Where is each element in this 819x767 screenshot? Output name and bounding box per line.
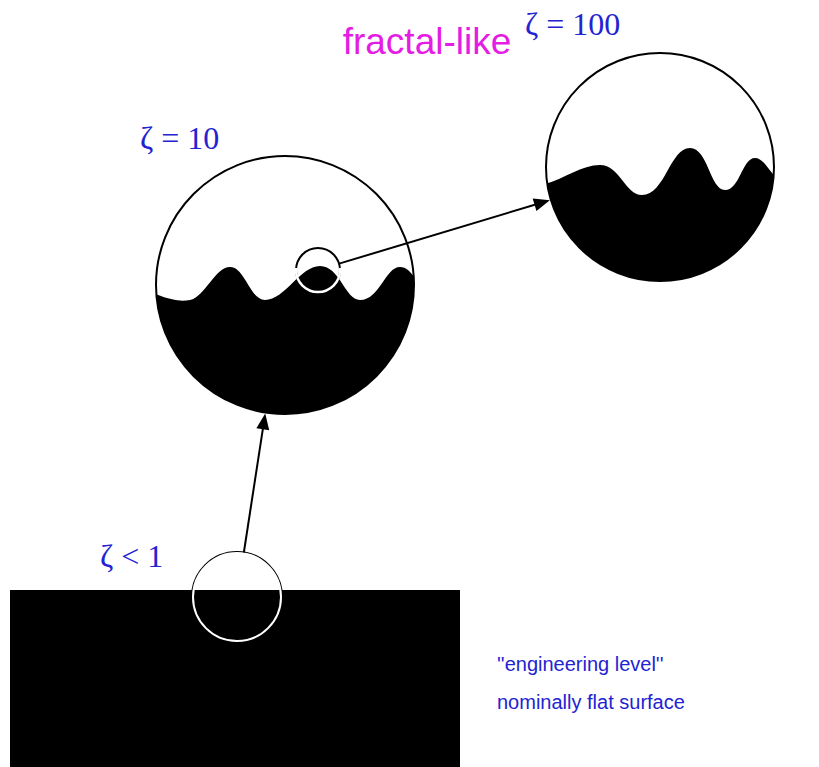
- circle-outline: [545, 52, 775, 282]
- arrow-head: [256, 413, 269, 430]
- rough-surface: [150, 266, 420, 420]
- note-label: ''engineering level'' nominally flat sur…: [497, 645, 737, 721]
- arrow-head: [533, 199, 550, 211]
- magnification-label: ζ = 100: [525, 6, 620, 42]
- rough-surface-fine: [540, 148, 780, 290]
- diagram-title: fractal-like: [300, 20, 554, 64]
- zoom-circle: ζ = 100: [545, 52, 775, 282]
- zoom-circle: ζ < 1: [192, 552, 282, 642]
- arrow-line: [244, 427, 263, 552]
- zoom-circle-small: [296, 248, 340, 292]
- zoom-circle: ζ = 10: [155, 155, 415, 415]
- circle-outline: [192, 552, 282, 642]
- zoom-circle-top-arc: [192, 552, 282, 590]
- zoom-arrow: [339, 199, 550, 264]
- circle-outline: [155, 155, 415, 415]
- zoom-arrow: [244, 413, 269, 552]
- magnification-label: ζ < 1: [100, 538, 163, 574]
- arrow-line: [339, 204, 536, 263]
- magnification-label: ζ = 10: [140, 120, 219, 156]
- flat-surface-block: [10, 590, 460, 767]
